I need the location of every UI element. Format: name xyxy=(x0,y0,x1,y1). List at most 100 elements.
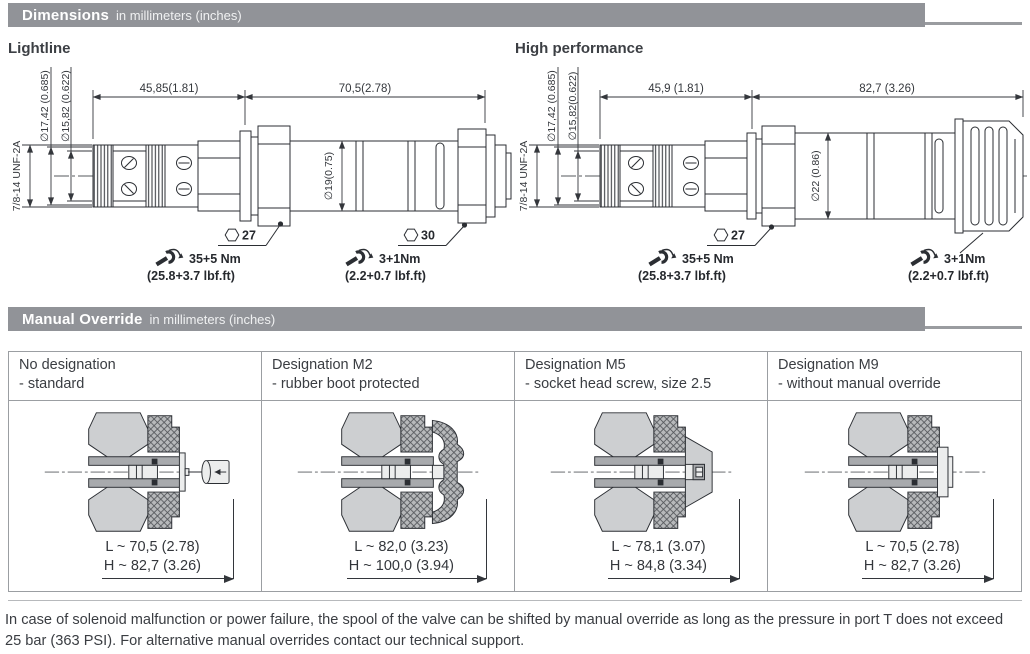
override-col-header-m9: Designation M9 - without manual override xyxy=(768,352,1021,401)
dimensions-title: Dimensions xyxy=(22,6,110,24)
torque-nm-label: 3+1Nm xyxy=(944,252,985,266)
override-pin-tool xyxy=(184,459,230,484)
override-diagram-m9 xyxy=(804,412,986,532)
override-length-label: L ~ 78,1 (3.07) xyxy=(611,538,706,555)
torque-wrench-icon xyxy=(155,248,184,267)
override-height-label: H ~ 82,7 (3.26) xyxy=(103,558,201,575)
cartridge-body xyxy=(599,140,748,212)
dimension-arrow xyxy=(984,574,994,583)
end-retaining-nut xyxy=(457,128,512,224)
dimensions-units-label: in millimeters (inches) xyxy=(116,7,242,23)
override-dimensions: L ~ 70,5 (2.78) H ~ 82,7 (3.26) xyxy=(861,498,994,583)
override-col-subtitle: - without manual override xyxy=(778,375,941,392)
torque-spec-front: 27 35+5 Nm (25.8+3.7 lbf.ft) xyxy=(147,221,284,283)
length-front-label: 45,85(1.81) xyxy=(140,83,199,95)
override-col-header-m2: Designation M2 - rubber boot protected xyxy=(262,352,515,401)
torque-spec-rear: 3+1Nm (2.2+0.7 lbf.ft) xyxy=(908,232,989,283)
override-col-subtitle: - socket head screw, size 2.5 xyxy=(525,375,712,392)
dimension-leader-line xyxy=(993,498,994,579)
override-col-title: No designation xyxy=(19,357,116,373)
header-rule xyxy=(925,326,1022,329)
dia-outer-label: ∅17,42 (0.685) xyxy=(546,70,558,142)
override-cell-m9: L ~ 70,5 (2.78) H ~ 82,7 (3.26) xyxy=(768,401,1021,591)
header-rule xyxy=(925,22,1022,25)
manual-override-table: No designation - standard Designation M2… xyxy=(8,351,1022,592)
torque-spec-front: 27 35+5 Nm (25.8+3.7 lbf.ft) xyxy=(638,224,775,283)
section-header-dimensions: Dimensions in millimeters (inches) xyxy=(8,3,1022,27)
coil-nut xyxy=(239,125,291,227)
dimension-leader-line xyxy=(739,498,740,579)
dimension-leader-line xyxy=(486,498,487,579)
diameter-dimensions: ∅17,42 (0.685) ∅15,82(0.622) 7/8-14 UNF-… xyxy=(518,67,832,220)
torque-lbf-label: (2.2+0.7 lbf.ft) xyxy=(908,269,989,283)
dia-outer-label: ∅17,42 (0.685) xyxy=(39,70,51,142)
closed-end-cap xyxy=(936,446,948,498)
section-header-manual-override: Manual Override in millimeters (inches) xyxy=(8,307,1022,331)
high-performance-drawing-column: High performance xyxy=(515,27,1027,293)
thread-label: 7/8-14 UNF-2A xyxy=(11,141,23,212)
lightline-title: Lightline xyxy=(8,40,71,57)
length-rear-label: 70,5(2.78) xyxy=(339,83,392,95)
override-col-title: Designation M2 xyxy=(272,357,373,373)
dia-inner-label: ∅15,82 (0.622) xyxy=(60,70,72,142)
cartridge-body xyxy=(92,140,241,212)
dimension-drawings: Lightline xyxy=(8,27,1027,293)
rubber-boot xyxy=(431,419,465,524)
lightline-drawing-column: Lightline xyxy=(8,27,515,293)
override-length-label: L ~ 82,0 (3.23) xyxy=(354,538,449,555)
torque-wrench-icon xyxy=(345,248,374,267)
dia-tube-label: ∅19(0.75) xyxy=(323,152,335,200)
hex-size-label: 30 xyxy=(421,229,435,243)
override-height-label: H ~ 100,0 (3.94) xyxy=(348,558,454,575)
override-height-label: H ~ 82,7 (3.26) xyxy=(863,558,961,575)
override-col-title: Designation M5 xyxy=(525,357,626,373)
hex-key-icon xyxy=(403,228,419,242)
torque-wrench-icon xyxy=(910,248,939,267)
high-performance-title: High performance xyxy=(515,40,644,57)
torque-nm-label: 3+1Nm xyxy=(379,252,420,266)
lightline-technical-drawing: 45,85(1.81) 70,5(2.78) ∅17,42 (0.685) xyxy=(11,67,512,283)
override-length-label: L ~ 70,5 (2.78) xyxy=(105,538,200,555)
diameter-dimensions: ∅17,42 (0.685) ∅15,82 (0.622) 7/8-14 UNF… xyxy=(11,67,346,212)
torque-lbf-label: (2.2+0.7 lbf.ft) xyxy=(345,269,426,283)
torque-spec-rear: 30 3+1Nm (2.2+0.7 lbf.ft) xyxy=(345,222,468,283)
dia-inner-label: ∅15,82(0.622) xyxy=(567,72,579,141)
footer-rule xyxy=(8,599,1022,601)
hex-size-label: 27 xyxy=(731,229,745,243)
torque-lbf-label: (25.8+3.7 lbf.ft) xyxy=(147,269,235,283)
dimension-leader-line xyxy=(233,498,234,579)
dimension-arrow xyxy=(730,574,740,583)
override-col-header-m5: Designation M5 - socket head screw, size… xyxy=(515,352,768,401)
torque-wrench-icon xyxy=(648,248,677,267)
override-length-label: L ~ 70,5 (2.78) xyxy=(865,538,960,555)
override-cell-m2: L ~ 82,0 (3.23) H ~ 100,0 (3.94) xyxy=(262,400,515,591)
torque-nm-label: 35+5 Nm xyxy=(682,252,734,266)
override-diagram-m2 xyxy=(297,412,480,532)
override-col-title: Designation M9 xyxy=(778,357,879,373)
knurled-hand-knob xyxy=(954,118,1024,234)
hex-size-label: 27 xyxy=(242,229,256,243)
override-col-subtitle: - rubber boot protected xyxy=(272,375,420,392)
override-cell-m5: L ~ 78,1 (3.07) H ~ 84,8 (3.34) xyxy=(515,400,768,591)
manual-override-note: In case of solenoid malfunction or power… xyxy=(5,611,1004,649)
hex-key-icon xyxy=(224,228,240,242)
manual-override-title: Manual Override xyxy=(22,310,143,328)
torque-lbf-label: (25.8+3.7 lbf.ft) xyxy=(638,269,726,283)
dimension-arrow xyxy=(477,574,487,583)
override-dimensions: L ~ 70,5 (2.78) H ~ 82,7 (3.26) xyxy=(101,498,234,583)
length-front-label: 45,9 (1.81) xyxy=(648,83,704,95)
solenoid-tube xyxy=(289,140,459,212)
override-diagram-standard xyxy=(44,412,230,532)
high-performance-technical-drawing: 45,9 (1.81) 82,7 (3.26) ∅17,42 (0.685) xyxy=(518,67,1027,283)
manual-override-header-bar: Manual Override in millimeters (inches) xyxy=(8,307,925,331)
dia-tube-label: ∅22 (0.86) xyxy=(810,150,822,201)
dimension-arrow xyxy=(224,574,234,583)
override-col-subtitle: - standard xyxy=(19,375,85,392)
coil-nut xyxy=(746,125,796,227)
override-diagram-m5 xyxy=(550,412,733,532)
override-col-header-standard: No designation - standard xyxy=(9,352,262,401)
hex-key-icon xyxy=(713,228,729,242)
override-height-label: H ~ 84,8 (3.34) xyxy=(609,558,707,575)
torque-nm-label: 35+5 Nm xyxy=(189,252,241,266)
